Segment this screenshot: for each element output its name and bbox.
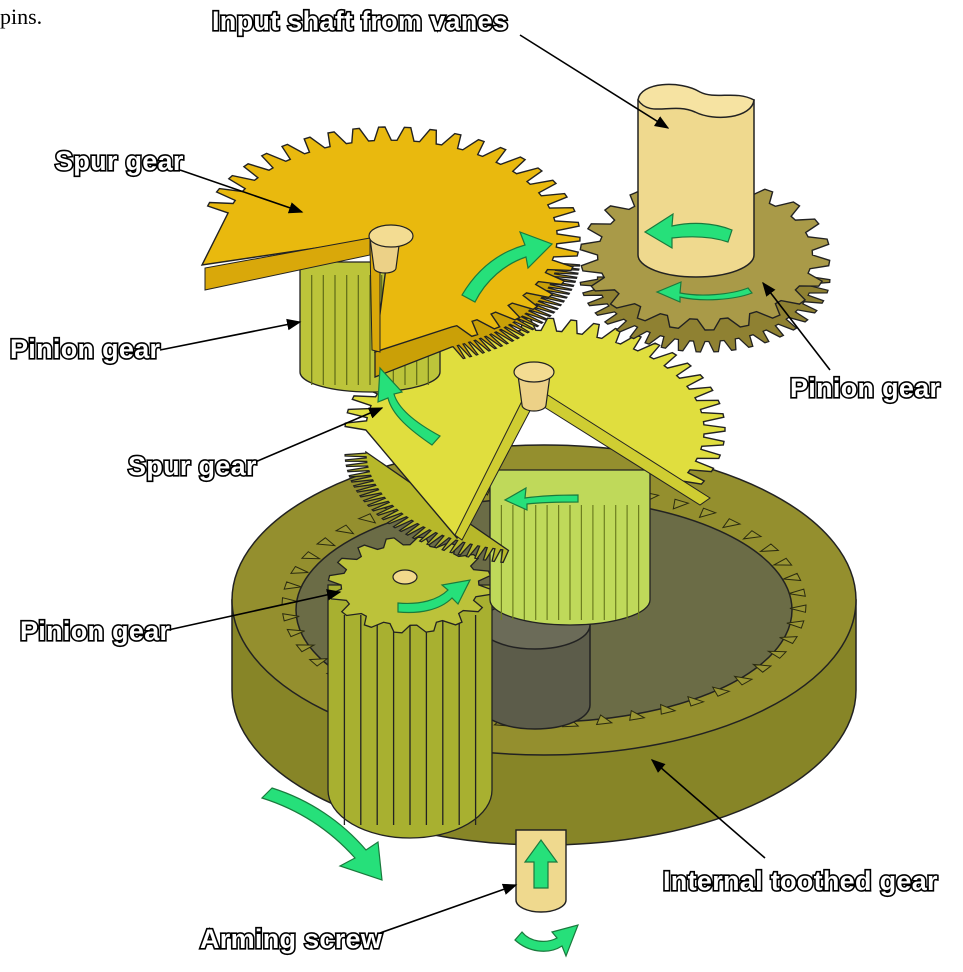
label-pinion-gear-right: Pinion gear (790, 373, 941, 403)
label-arming-screw: Arming screw (200, 924, 383, 954)
input-shaft (638, 84, 754, 277)
label-spur-gear-middle: Spur gear (128, 451, 257, 481)
label-pinion-gear-lower: Pinion gear (20, 616, 171, 646)
label-internal-toothed-gear: Internal toothed gear (663, 866, 938, 896)
label-spur-gear-top: Spur gear (55, 146, 184, 176)
leader-pinion-gear-left (160, 322, 300, 350)
arming-screw-rotation-arrow (515, 925, 578, 956)
leader-input-shaft (520, 35, 668, 128)
label-input-shaft: Input shaft from vanes (212, 6, 508, 36)
leader-arming-screw (380, 885, 516, 933)
middle-pinion-gear (490, 470, 650, 625)
label-pinion-gear-left: Pinion gear (10, 334, 161, 364)
